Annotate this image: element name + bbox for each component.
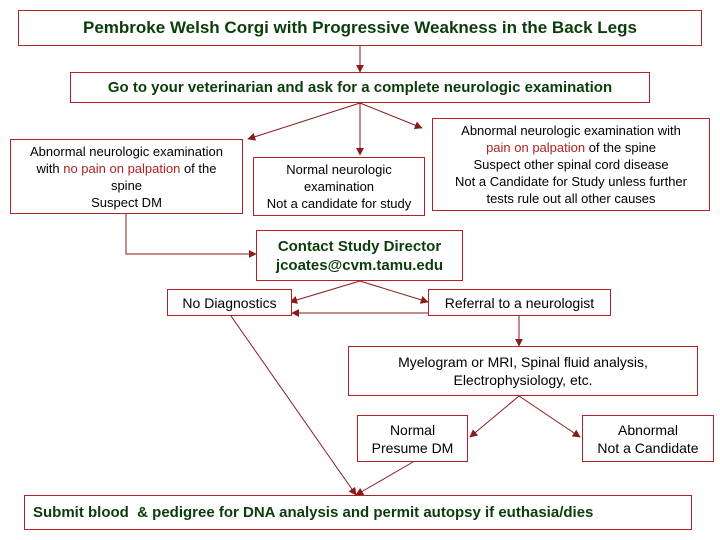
abnormal-no-pain-line3: spine [110, 177, 143, 193]
no-pain-highlight: no pain on palpation [63, 160, 181, 176]
arrow-contact-to-no-diagnostics [289, 280, 361, 304]
pain-highlight: pain on palpation [486, 140, 586, 155]
contact-box: Contact Study Director jcoates@cvm.tamu.… [256, 230, 463, 281]
contact-line1: Contact Study Director [277, 237, 442, 255]
arrow-vet-to-abnormal-no-pain [247, 102, 361, 141]
tests-line2: Electrophysiology, etc. [453, 372, 593, 388]
abnormal-nc-line1: Abnormal [618, 421, 678, 438]
no-diagnostics-box: No Diagnostics [167, 289, 292, 316]
no-diagnostics-text: No Diagnostics [182, 294, 277, 311]
abnormal-pain-line3: Suspect other spinal cord disease [473, 157, 669, 172]
arrow-tests-to-normal-dm [469, 395, 520, 438]
abnormal-no-pain-line1: Abnormal neurologic examination [30, 143, 223, 159]
referral-text: Referral to a neurologist [444, 294, 595, 311]
submit-box: Submit blood & pedigree for DNA analysis… [24, 495, 692, 530]
arrow-vet-to-abnormal-pain [359, 102, 423, 130]
title-box: Pembroke Welsh Corgi with Progressive We… [18, 10, 702, 46]
normal-exam-line1: Normal neurologic [286, 162, 392, 177]
abnormal-nc-box: Abnormal Not a Candidate [582, 415, 714, 462]
arrow-normal-dm-to-submit [355, 461, 414, 496]
referral-box: Referral to a neurologist [428, 289, 611, 316]
submit-text: Submit blood & pedigree for DNA analysis… [33, 504, 594, 521]
abnormal-pain-box: Abnormal neurologic examination with pai… [432, 118, 710, 211]
normal-dm-line1: Normal [389, 421, 436, 438]
normal-exam-line2: examination [303, 179, 375, 194]
tests-line1: Myelogram or MRI, Spinal fluid analysis, [398, 354, 648, 370]
normal-dm-box: Normal Presume DM [357, 415, 468, 462]
normal-dm-line2: Presume DM [371, 439, 454, 456]
arrow-abnormal-no-pain-to-contact [125, 214, 257, 258]
abnormal-pain-line4: Not a Candidate for Study unless further [455, 174, 687, 189]
abnormal-pain-line2: pain on palpation of the spine [486, 140, 656, 155]
arrow-tests-to-abnormal-nc [518, 395, 581, 438]
title-text: Pembroke Welsh Corgi with Progressive We… [83, 18, 637, 37]
abnormal-nc-line2: Not a Candidate [597, 439, 699, 456]
contact-email: jcoates@cvm.tamu.edu [275, 256, 444, 274]
abnormal-pain-line5: tests rule out all other causes [486, 191, 656, 206]
normal-exam-line3: Not a candidate for study [266, 196, 412, 211]
arrow-no-diagnostics-to-submit [230, 315, 357, 496]
abnormal-pain-line1: Abnormal neurologic examination with [461, 123, 681, 138]
normal-exam-box: Normal neurologic examination Not a cand… [253, 157, 425, 216]
abnormal-no-pain-line4: Suspect DM [91, 194, 162, 210]
abnormal-no-pain-line2: with no pain on palpation of the [36, 160, 217, 176]
tests-box: Myelogram or MRI, Spinal fluid analysis,… [348, 346, 698, 396]
arrow-contact-to-referral [359, 280, 429, 304]
vet-exam-text: Go to your veterinarian and ask for a co… [107, 79, 613, 96]
abnormal-no-pain-box: Abnormal neurologic examination with no … [10, 139, 243, 214]
vet-exam-box: Go to your veterinarian and ask for a co… [70, 72, 650, 103]
